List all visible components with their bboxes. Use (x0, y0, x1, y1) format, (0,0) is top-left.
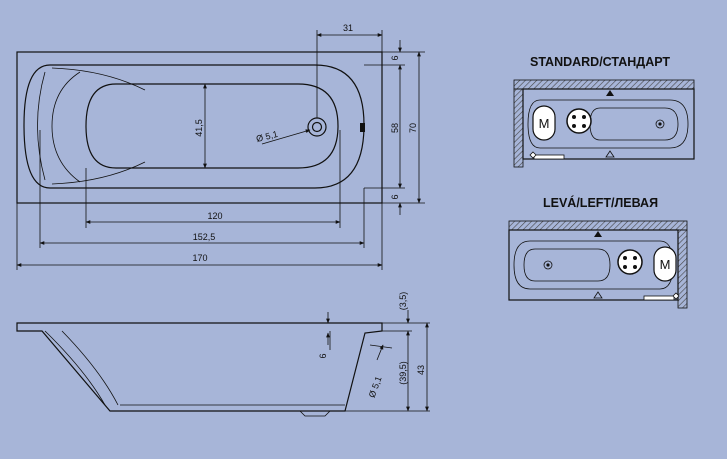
left-title: LEVÁ/LEFT/ЛЕВАЯ (543, 195, 658, 210)
variant-left: LEVÁ/LEFT/ЛЕВАЯ M (508, 195, 688, 309)
dim-side-3-5: (3,5) (398, 292, 408, 311)
side-view: 6 Ø 5,1 (3,5) (39,5) 43 (16, 292, 430, 417)
dim-70: 70 (408, 123, 418, 133)
dim-152-5: 152,5 (193, 232, 216, 242)
tub-outline (16, 51, 383, 204)
dim-side-39-5: (39,5) (398, 361, 408, 385)
dim-side-43: 43 (416, 365, 426, 375)
dim-31: 31 (343, 23, 353, 33)
dim-edge-bottom-6: 6 (390, 194, 400, 199)
dim-41-5: 41,5 (194, 119, 204, 137)
top-view: Ø 5,1 31 6 58 70 6 41,5 120 152,5 (16, 23, 425, 270)
dim-drain-diameter: Ø 5,1 (255, 129, 279, 144)
left-m-label: M (660, 257, 671, 272)
drain-inner (311, 121, 323, 133)
tub-basin (85, 83, 339, 169)
dim-58: 58 (390, 123, 400, 133)
left-tub (508, 229, 679, 301)
standard-jets (566, 108, 592, 134)
drain-outer (307, 117, 327, 137)
dim-120: 120 (207, 211, 222, 221)
dim-170: 170 (192, 253, 207, 263)
standard-tub (522, 88, 695, 160)
tub-side-outline (16, 322, 383, 412)
dim-edge-top-6: 6 (390, 55, 400, 60)
dim-side-6: 6 (318, 353, 328, 358)
dim-side-drain: Ø 5,1 (367, 375, 384, 399)
standard-m-label: M (539, 116, 550, 131)
overflow-marker (360, 123, 365, 132)
variant-standard: STANDARD/СТАНДАРТ M (513, 55, 695, 168)
left-jets (617, 249, 643, 275)
standard-title: STANDARD/СТАНДАРТ (530, 55, 670, 69)
tub-rim-inner (23, 64, 365, 189)
